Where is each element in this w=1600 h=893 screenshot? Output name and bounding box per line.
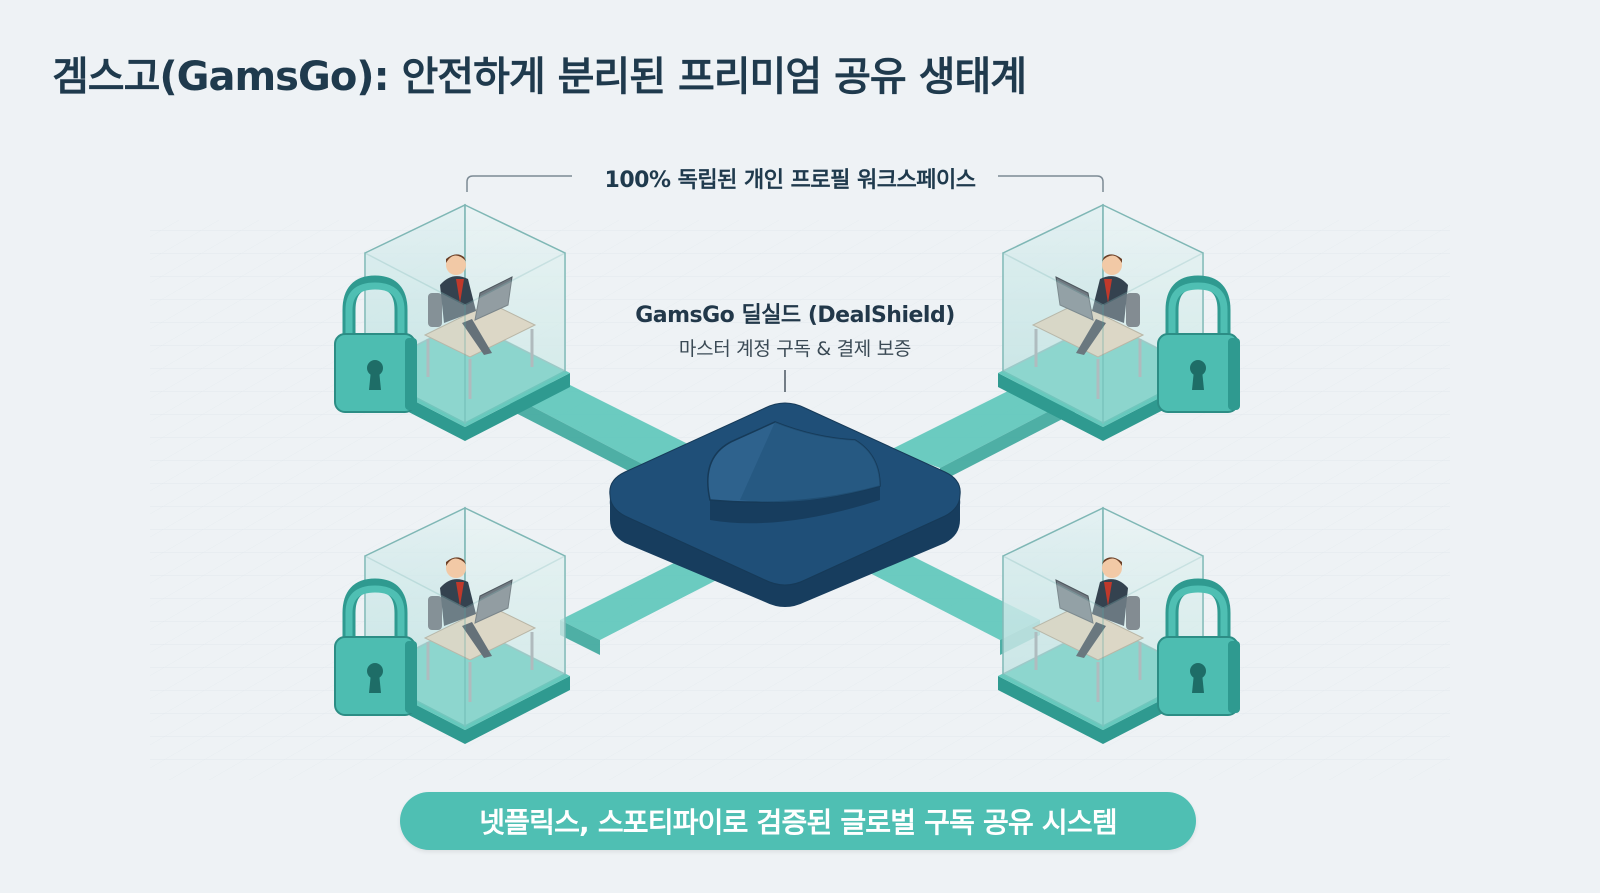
footer-banner: 넷플릭스, 스포티파이로 검증된 글로벌 구독 공유 시스템 <box>400 792 1196 850</box>
hub-subtitle: 마스터 계정 구독 & 결제 보증 <box>678 338 912 360</box>
dealshield-hub <box>609 402 961 607</box>
workspace-top-left <box>335 203 570 441</box>
page-title: 겜스고(GamsGo): 안전하게 분리된 프리미엄 공유 생태계 <box>52 54 1027 100</box>
workspace-top-right <box>998 203 1240 441</box>
hub-title: GamsGo 딜실드 (DealShield) <box>635 303 955 328</box>
workspace-bracket <box>466 175 1104 192</box>
workspace-bottom-left <box>335 506 570 744</box>
workspace-label: 100% 독립된 개인 프로필 워크스페이스 <box>604 168 976 193</box>
workspace-bottom-right <box>998 506 1240 744</box>
shield-icon <box>707 421 881 524</box>
